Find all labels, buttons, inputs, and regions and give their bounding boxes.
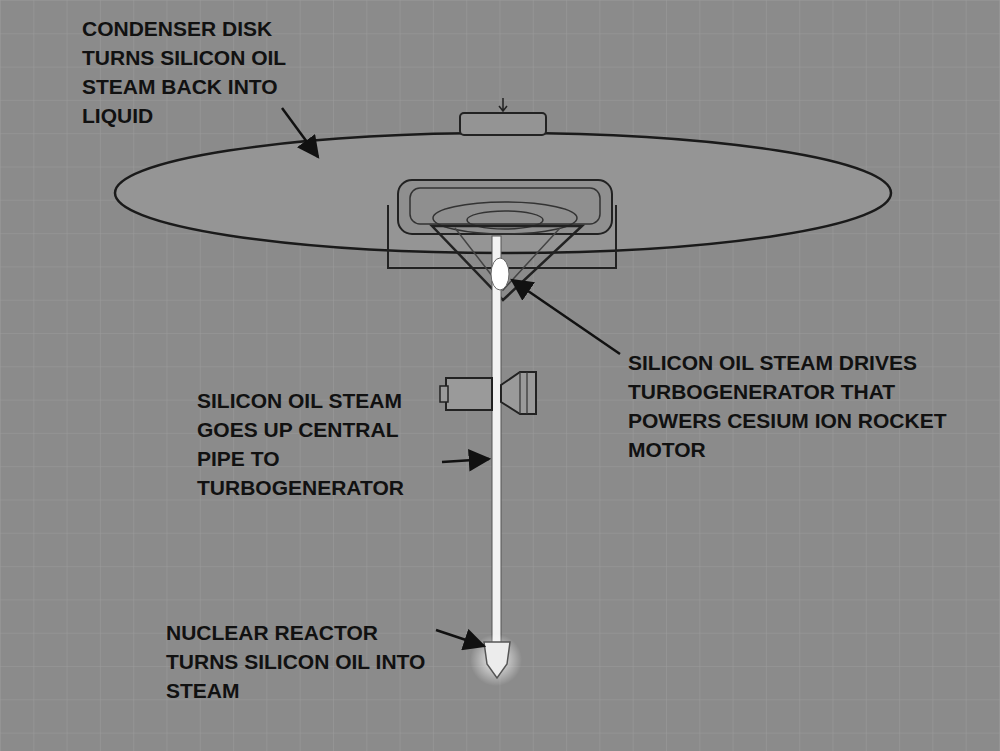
turbogenerator: [491, 258, 509, 290]
leader-arrow: [436, 630, 484, 646]
ion-rocket-motor: [440, 372, 536, 414]
top-hub: [460, 113, 546, 135]
condenser-disk: [115, 133, 891, 253]
top-mark: [499, 98, 507, 111]
callout-label: CONDENSER DISK TURNS SILICON OIL STEAM B…: [82, 14, 314, 130]
callout-label: SILICON OIL STEAM GOES UP CENTRAL PIPE T…: [197, 386, 435, 502]
central-pipe: [492, 236, 501, 646]
nuclear-reactor: [484, 642, 510, 678]
leader-arrow: [282, 108, 318, 157]
support-cone: [432, 226, 582, 300]
leader-arrow: [512, 280, 620, 354]
callout-label: NUCLEAR REACTOR TURNS SILICON OIL INTO S…: [166, 618, 431, 705]
leader-arrow: [442, 459, 489, 462]
callout-label: SILICON OIL STEAM DRIVES TURBOGENERATOR …: [628, 348, 973, 464]
